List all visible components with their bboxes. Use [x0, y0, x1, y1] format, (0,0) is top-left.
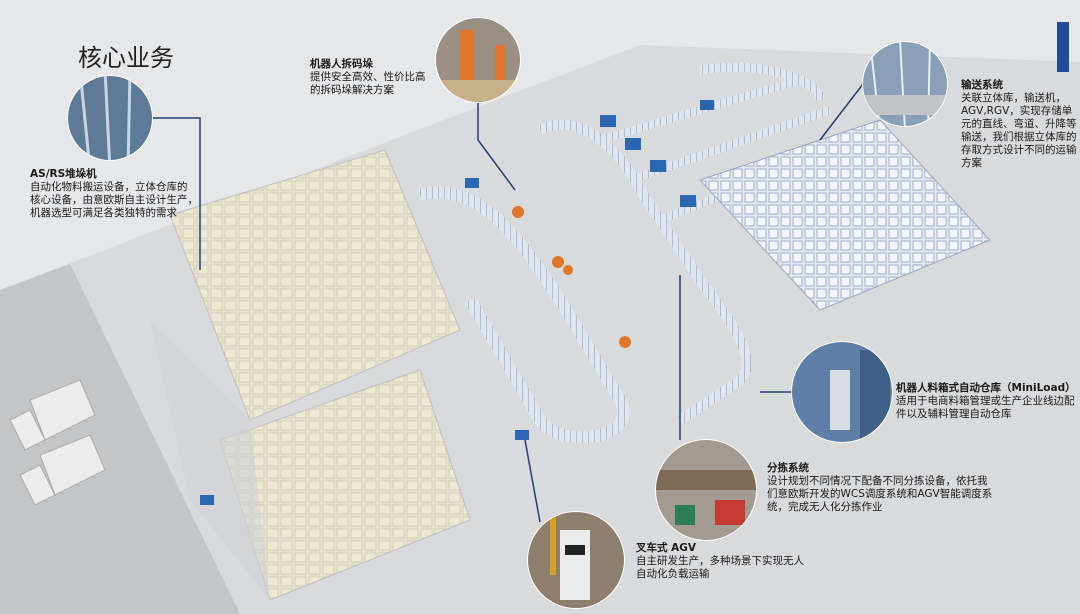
callout-desc-line: 件以及辅料管理自动仓库 — [896, 408, 1012, 420]
leader-line-agv — [524, 439, 541, 523]
callout-desc-line: 关联立体库，输送机， — [961, 92, 1066, 104]
photo-inset-miniload — [791, 341, 893, 443]
photo-inset-asrs — [67, 75, 153, 161]
callout-desc-line: 元的直线、弯道、升降等 — [961, 118, 1077, 130]
photo-inset-forklift-agv — [527, 511, 625, 609]
callout-forklift-agv: 叉车式 AGV 自主研发生产，多种场景下实现无人 自动化负载运输 — [636, 542, 804, 581]
callout-desc-line: 适用于电商料箱管理或生产企业线边配 — [896, 395, 1075, 407]
callout-conveyor: 输送系统 关联立体库，输送机， AGV,RGV，实现存储单 元的直线、弯道、升降… — [961, 79, 1077, 170]
callout-title: 分拣系统 — [767, 462, 809, 474]
callout-desc-line: 的拆码垛解决方案 — [310, 84, 394, 96]
callout-desc-line: 设计规划不同情况下配备不同分拣设备，依托我 — [767, 475, 988, 487]
leader-line-robot — [477, 102, 516, 191]
callout-title: 机器人拆码垛 — [310, 58, 373, 70]
callout-sorting: 分拣系统 设计规划不同情况下配备不同分拣设备，依托我 们意欧斯开发的WCS调度系… — [767, 462, 992, 514]
callout-title: 叉车式 AGV — [636, 542, 697, 554]
callout-robot-palletizing: 机器人拆码垛 提供安全高效、性价比高 的拆码垛解决方案 — [310, 58, 426, 97]
callout-desc-line: 自动化负载运输 — [636, 568, 710, 580]
leader-line-asrs — [152, 117, 201, 270]
callout-title: AS/RS堆垛机 — [30, 168, 97, 180]
callout-title: 输送系统 — [961, 79, 1003, 91]
callout-desc-line: 核心设备，由意欧斯自主设计生产， — [30, 194, 198, 206]
conveyor-loop — [418, 186, 629, 444]
page-title: 核心业务 — [78, 44, 174, 72]
callout-desc-line: 提供安全高效、性价比高 — [310, 71, 426, 83]
callout-desc-line: 存取方式设计不同的运输 — [961, 144, 1077, 156]
photo-inset-robot — [435, 17, 521, 103]
callout-title: 机器人料箱式自动仓库（MiniLoad） — [896, 382, 1076, 394]
callout-desc-line: 统，完成无人化分拣作业 — [767, 501, 883, 513]
leader-line-conveyor — [819, 83, 864, 141]
callout-desc-line: 机器选型可满足各类独特的需求 — [30, 207, 177, 219]
callout-asrs: AS/RS堆垛机 自动化物料搬运设备，立体仓库的 核心设备，由意欧斯自主设计生产… — [30, 168, 198, 220]
callout-desc-line: AGV,RGV，实现存储单 — [961, 105, 1073, 117]
road — [0, 264, 240, 614]
photo-inset-conveyor — [862, 41, 948, 127]
callout-desc-line: 输送，我们根据立体库的 — [961, 131, 1077, 143]
brand-accent-bar — [1057, 22, 1069, 72]
callout-desc-line: 自动化物料搬运设备，立体仓库的 — [30, 181, 188, 193]
callout-miniload: 机器人料箱式自动仓库（MiniLoad） 适用于电商料箱管理或生产企业线边配 件… — [896, 382, 1076, 421]
asrs-rack-block — [169, 149, 461, 421]
photo-inset-sorting — [655, 439, 757, 541]
callout-desc-line: 方案 — [961, 157, 982, 169]
callout-desc-line: 们意欧斯开发的WCS调度系统和AGV智能调度系 — [767, 488, 993, 500]
callout-desc-line: 自主研发生产，多种场景下实现无人 — [636, 555, 804, 567]
trucks — [9, 379, 106, 506]
